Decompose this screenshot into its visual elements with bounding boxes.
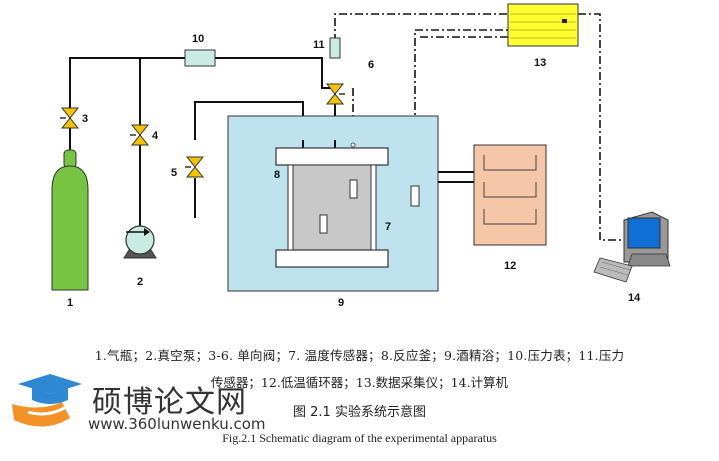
check-valve-4 — [130, 124, 150, 146]
label-11: 11 — [313, 39, 325, 51]
data-acquisition-unit — [507, 3, 579, 47]
graduation-cap-icon — [12, 374, 82, 427]
pressure-gauge — [184, 49, 216, 67]
label-13: 13 — [534, 57, 546, 69]
circulation-pipes — [438, 171, 474, 183]
label-1: 1 — [67, 297, 73, 309]
label-7: 7 — [385, 221, 391, 233]
watermark-url: www.360lunwenku.com — [88, 415, 266, 433]
check-valve-6 — [325, 83, 345, 105]
lid-pipes — [302, 140, 336, 148]
label-10: 10 — [192, 33, 204, 45]
gas-cylinder — [51, 149, 89, 291]
label-4: 4 — [152, 130, 159, 142]
low-temp-circulator — [473, 144, 547, 246]
reactor — [275, 142, 389, 268]
label-14: 14 — [628, 292, 641, 304]
legend-line-1: 1.气瓶；2.真空泵；3-6. 单向阀；7. 温度传感器；8.反应釜；9.酒精浴… — [94, 348, 625, 363]
label-8: 8 — [274, 169, 280, 181]
label-12: 12 — [504, 260, 516, 272]
legend-line-2: 传感器；12.低温循环器；13.数据采集仪；14.计算机 — [210, 375, 509, 390]
label-2: 2 — [137, 276, 143, 288]
vacuum-pump — [123, 225, 157, 259]
check-valve-5 — [185, 156, 205, 178]
figure-title-cn: 图 2.1 实验系统示意图 — [293, 405, 426, 420]
temperature-sensors — [319, 179, 420, 234]
check-valve-3 — [60, 107, 80, 129]
component-numbers: 1 2 3 4 5 6 7 8 9 10 11 12 13 14 — [67, 33, 641, 309]
watermark-title: 硕博论文网 — [92, 385, 247, 420]
label-9: 9 — [338, 297, 344, 309]
computer — [593, 211, 671, 283]
label-3: 3 — [82, 113, 88, 125]
figure-title-en: Fig.2.1 Schematic diagram of the experim… — [222, 431, 497, 445]
label-6: 6 — [368, 59, 374, 71]
label-5: 5 — [171, 167, 177, 179]
pressure-sensor — [329, 37, 341, 59]
watermark-logo — [12, 374, 82, 427]
